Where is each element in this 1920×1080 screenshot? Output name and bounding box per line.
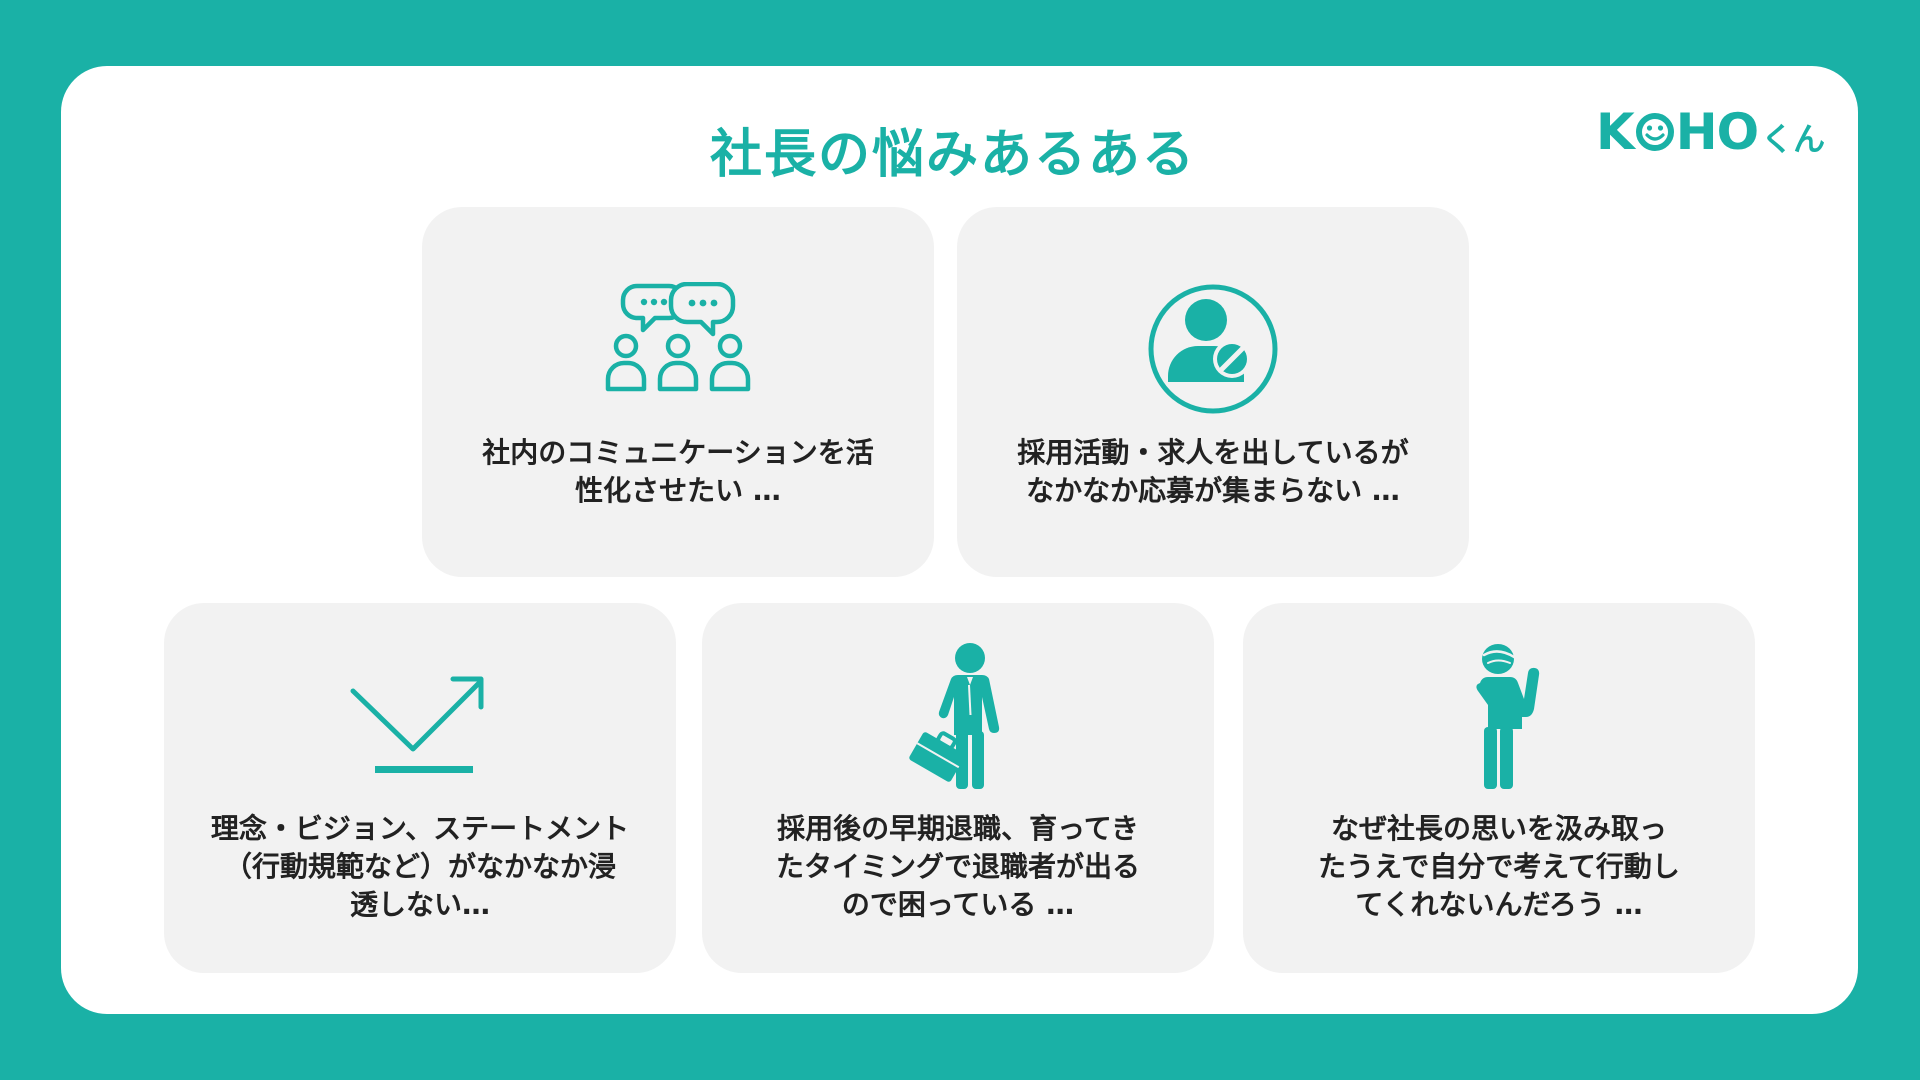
concern-card-vision: 理念・ビジョン、ステートメント （行動規範など）がなかなか浸 透しない… xyxy=(164,603,676,973)
icon-wrapper xyxy=(702,641,1214,791)
koho-logo: K HO くん xyxy=(1596,102,1825,162)
smiley-icon xyxy=(1635,113,1674,151)
concern-card-communication: 社内のコミュニケーションを活 性化させたい … xyxy=(422,207,934,577)
concern-card-recruiting: 採用活動・求人を出しているが なかなか応募が集まらない … xyxy=(957,207,1469,577)
concern-text: なぜ社長の思いを汲み取っ たうえで自分で考えて行動し てくれないんだろう … xyxy=(1318,812,1680,921)
concern-card-turnover: 採用後の早期退職、育ってき たタイミングで退職者が出る ので困っている … xyxy=(702,603,1214,973)
icon-wrapper xyxy=(1243,641,1755,791)
businessman-briefcase-icon xyxy=(909,643,1000,789)
concern-card-initiative: なぜ社長の思いを汲み取っ たうえで自分で考えて行動し てくれないんだろう … xyxy=(1243,603,1755,973)
concern-text: 理念・ビジョン、ステートメント （行動規範など）がなかなか浸 透しない… xyxy=(210,812,630,921)
worried-person-icon xyxy=(1476,644,1540,789)
logo-brand: K HO xyxy=(1596,103,1759,161)
icon-wrapper xyxy=(164,641,676,781)
logo-suffix: くん xyxy=(1761,120,1826,158)
concern-text: 採用活動・求人を出しているが なかなか応募が集まらない … xyxy=(1017,436,1409,507)
checkmark-arrow-icon xyxy=(350,676,484,773)
logo-brand-left: K xyxy=(1596,103,1635,161)
icon-wrapper xyxy=(422,282,934,392)
icon-wrapper xyxy=(957,282,1469,416)
team-chat-icon xyxy=(605,282,751,392)
concern-text: 採用後の早期退職、育ってき たタイミングで退職者が出る ので困っている … xyxy=(775,812,1140,921)
user-blocked-icon xyxy=(1148,284,1278,414)
logo-brand-right: HO xyxy=(1675,103,1759,161)
page-title: 社長の悩みあるある xyxy=(709,125,1196,185)
concern-text: 社内のコミュニケーションを活 性化させたい … xyxy=(482,436,874,507)
